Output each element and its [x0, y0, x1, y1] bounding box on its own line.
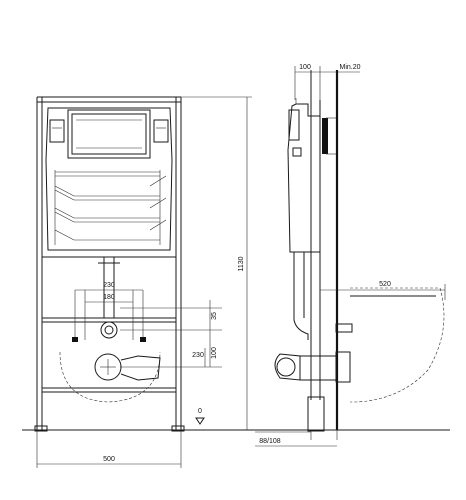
front-frame [34, 96, 185, 432]
flush-pipe [98, 256, 120, 318]
front-dimensions: 230 180 35 100 230 0 500 1 [22, 96, 262, 468]
side-top-dimensions: 100 Min.20 [294, 64, 361, 100]
dim-230-side: 230 [192, 352, 204, 359]
front-view: 230 180 35 100 230 0 500 1 [22, 96, 262, 468]
level-zero: 0 [198, 408, 202, 415]
offset-88-108: 88/108 [259, 438, 281, 445]
fixing-points [72, 290, 146, 342]
width-500: 500 [103, 456, 115, 463]
side-view: 100 Min.20 520 [255, 64, 450, 447]
dim-230-top: 230 [103, 282, 115, 289]
depth-100: 100 [299, 64, 311, 71]
dim-180: 180 [103, 294, 115, 301]
height-1130: 1130 [238, 256, 245, 271]
dim-35: 35 [211, 312, 218, 320]
dim-100: 100 [211, 347, 218, 359]
side-cistern [287, 98, 336, 340]
min-20: Min.20 [339, 64, 360, 71]
projection-520: 520 [379, 281, 391, 288]
outlet [59, 351, 161, 403]
cistern [45, 107, 173, 251]
side-bowl: 520 [274, 281, 446, 403]
side-floor: 88/108 [255, 429, 450, 447]
